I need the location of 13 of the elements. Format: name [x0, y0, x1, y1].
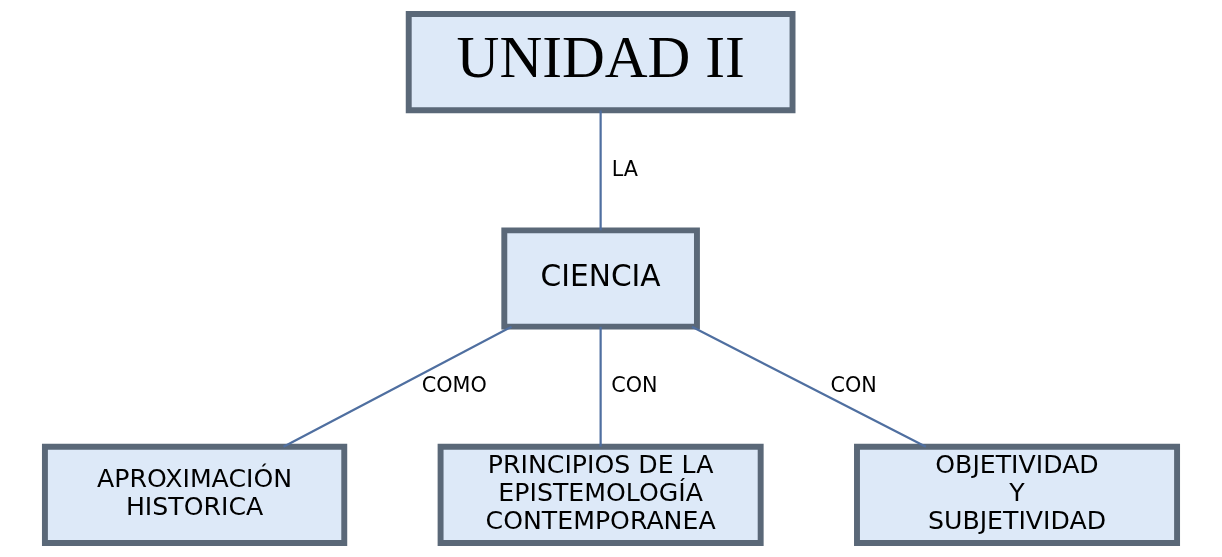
node-box: APROXIMACIÓN HISTORICA [41, 443, 348, 546]
node-box: OBJETIVIDAD Y SUBJETIVIDAD [854, 443, 1181, 546]
connector [282, 325, 513, 448]
connector [691, 325, 927, 448]
node-box: UNIDAD II [405, 11, 796, 114]
connector [599, 326, 602, 447]
node-box: PRINCIPIOS DE LA EPISTEMOLOGÍA CONTEMPORANEA [437, 443, 764, 546]
edge-label: CON [830, 373, 877, 398]
edge-label: CON [611, 373, 658, 398]
node-box: CIENCIA [501, 227, 700, 330]
connector [599, 110, 602, 231]
edge-label: COMO [421, 373, 487, 398]
edge-label: LA [611, 156, 638, 181]
